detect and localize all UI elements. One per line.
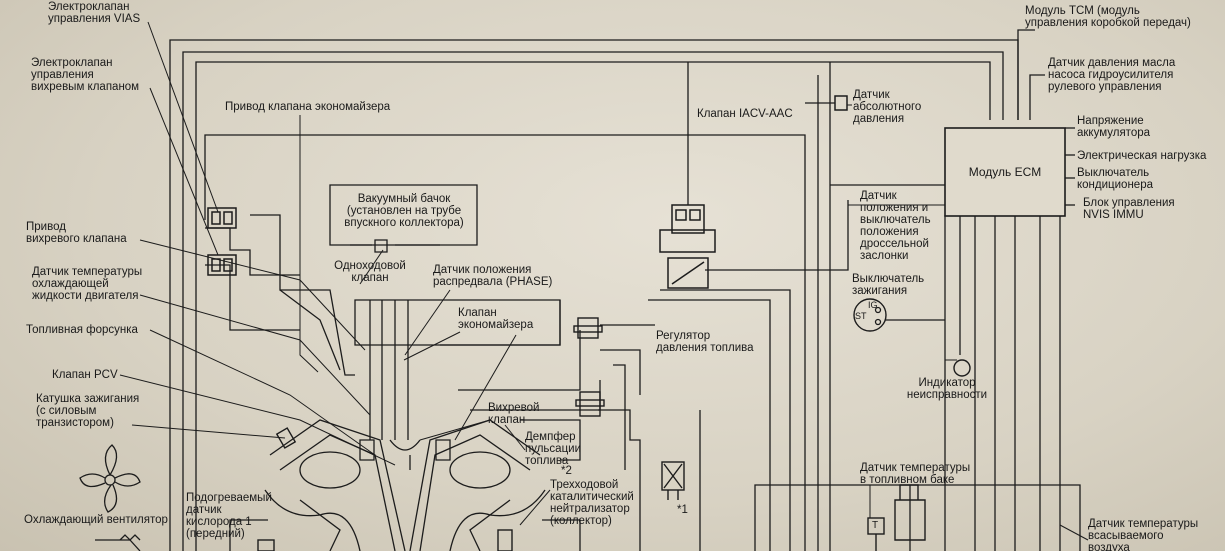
label-intake-air-temp-sensor: Датчик температуры всасываемого воздуха — [1088, 518, 1199, 551]
label-mil-indicator: Индикатор неисправности — [906, 377, 988, 401]
cooling-fan — [79, 444, 141, 551]
map-sensor-box — [834, 95, 848, 111]
label-ignition-ig: IG — [868, 300, 878, 310]
label-swirl-valve: Вихревой клапан — [488, 402, 540, 426]
label-ecm-module: Модуль ECM — [968, 165, 1042, 179]
label-electrical-load: Электрическая нагрузка — [1077, 150, 1207, 162]
label-economizer-valve: Клапан экономайзера — [458, 307, 534, 331]
label-swirl-actuator: Привод вихревого клапана — [26, 221, 127, 245]
label-star1: *1 — [677, 504, 688, 516]
fuel-tank — [867, 484, 926, 551]
leader-lines — [119, 21, 1089, 541]
mil-lamp — [953, 359, 971, 377]
label-cooling-fan: Охлаждающий вентилятор — [24, 514, 168, 526]
label-economizer-actuator: Привод клапана экономайзера — [225, 101, 391, 113]
label-fuel-pressure-regulator: Регулятор давления топлива — [656, 330, 754, 354]
label-catalytic-converter: Трехходовой каталитический нейтрализатор… — [550, 479, 634, 527]
label-ps-pressure-sensor: Датчик давления масла насоса гидроусилит… — [1048, 57, 1176, 93]
label-fuel-injector: Топливная форсунка — [26, 324, 138, 336]
fuel-regulators — [573, 317, 605, 417]
label-star2: *2 — [561, 465, 572, 477]
label-pulse-damper: Демпфер пульсации топлива — [525, 431, 582, 467]
label-vacuum-tank: Вакуумный бачок (установлен на трубе впу… — [344, 193, 464, 229]
iacv-valve — [659, 204, 716, 289]
label-fuel-temp-t: T — [872, 520, 879, 531]
label-one-way-valve: Одноходовой клапан — [334, 260, 406, 284]
ignition-switch — [853, 298, 887, 332]
label-coolant-temp-sensor: Датчик температуры охлаждающей жидкости … — [32, 266, 143, 302]
label-ignition-st: ST — [855, 311, 867, 321]
label-iacv-aac: Клапан IACV-AAC — [697, 108, 793, 120]
label-ignition-switch: Выключатель зажигания — [852, 273, 925, 297]
label-ignition-coil: Катушка зажигания (с силовым транзисторо… — [36, 393, 140, 429]
label-ac-switch: Выключатель кондиционера — [1077, 167, 1153, 191]
harness-lines — [169, 29, 1081, 551]
valve-star1 — [661, 461, 685, 500]
label-fuel-tank-temp-sensor: Датчик температуры в топливном баке — [860, 462, 971, 486]
label-vias-solenoid: Электроклапан управления VIAS — [48, 1, 141, 25]
catalyst-body — [497, 529, 513, 551]
ignition-coil — [275, 427, 297, 449]
label-swirl-control-solenoid: Электроклапан управления вихревым клапан… — [31, 57, 140, 93]
label-nvis-immu: Блок управления NVIS IMMU — [1083, 197, 1175, 221]
label-pcv-valve: Клапан PCV — [52, 369, 118, 381]
label-map-sensor: Датчик абсолютного давления — [853, 89, 922, 125]
label-cam-position-sensor: Датчик положения распредвала (PHASE) — [433, 264, 553, 288]
label-battery-voltage: Напряжение аккумулятора — [1077, 115, 1151, 139]
o2-sensor — [257, 539, 275, 551]
ecm-box — [944, 127, 1066, 217]
label-o2-sensor: Подогреваемый датчик кислорода 1 (передн… — [186, 492, 272, 540]
label-tcm-module: Модуль TCM (модуль управления коробкой п… — [1025, 5, 1191, 29]
label-throttle-position-sensor: Датчик положения и выключатель положения… — [860, 190, 931, 262]
